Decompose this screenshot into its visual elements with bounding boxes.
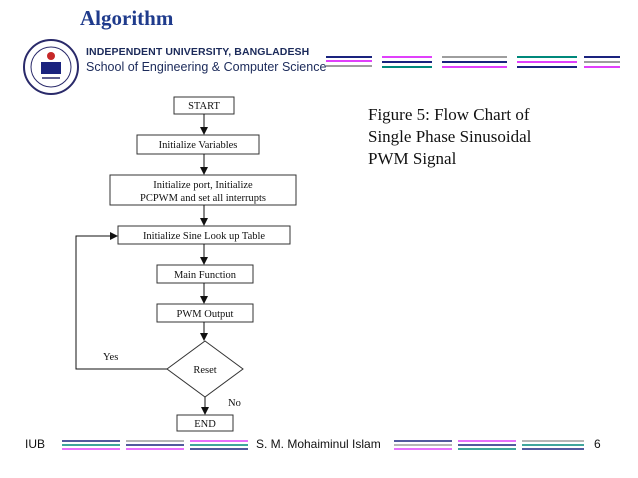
init-sine-label: Initialize Sine Look up Table xyxy=(143,231,265,242)
init-port-label-line1: Initialize port, Initialize xyxy=(153,180,253,191)
start-label: START xyxy=(188,101,220,112)
footer-stripes-right xyxy=(394,440,584,450)
init-variables-label: Initialize Variables xyxy=(159,140,238,151)
page-number: 6 xyxy=(594,437,601,451)
caption-line: Single Phase Sinusoidal xyxy=(368,127,532,146)
footer-stripes-left xyxy=(62,440,248,450)
no-label: No xyxy=(228,398,241,409)
init-port-node xyxy=(109,174,297,206)
main-function-node xyxy=(156,264,254,284)
init-port-label-line2: PCPWM and set all interrupts xyxy=(140,193,266,204)
end-node xyxy=(176,414,234,432)
end-label: END xyxy=(194,419,216,430)
pwm-output-node xyxy=(156,303,254,323)
footer-left: IUB xyxy=(25,437,46,451)
main-function-label: Main Function xyxy=(174,270,237,281)
slide-title: Algorithm xyxy=(80,6,174,30)
yes-label: Yes xyxy=(103,352,118,363)
figure-caption: Figure 5: Flow Chart of Single Phase Sin… xyxy=(368,104,608,170)
yes-loop-arrow xyxy=(75,232,167,370)
header-stripes xyxy=(326,56,620,68)
pwm-output-label: PWM Output xyxy=(177,309,234,320)
university-name: INDEPENDENT UNIVERSITY, BANGLADESH xyxy=(86,46,310,58)
reset-label: Reset xyxy=(193,365,216,376)
caption-line: PWM Signal xyxy=(368,149,457,168)
init-variables-node xyxy=(136,134,260,155)
university-logo xyxy=(23,39,79,95)
footer-author: S. M. Mohaiminul Islam xyxy=(256,437,381,451)
caption-line: Figure 5: Flow Chart of xyxy=(368,105,530,124)
school-name: School of Engineering & Computer Science xyxy=(86,60,327,74)
